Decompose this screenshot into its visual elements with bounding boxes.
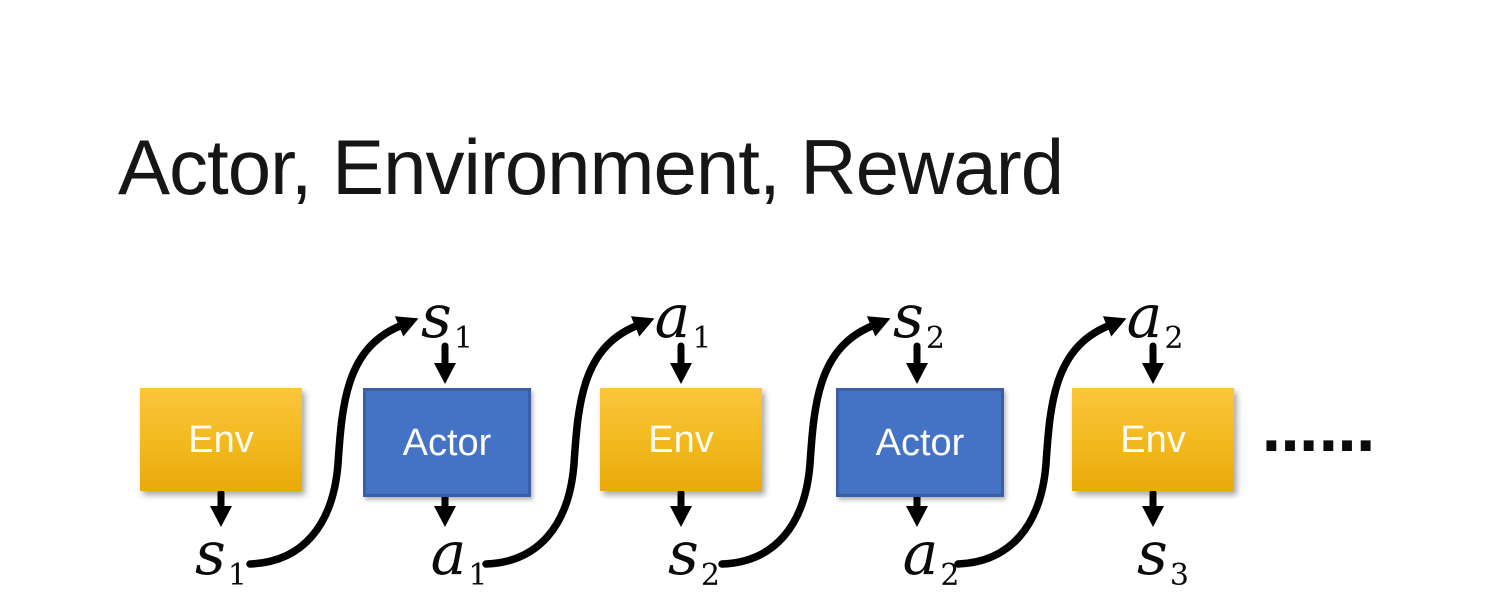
- curve-arrow-icon: [954, 316, 1127, 568]
- env-box-label: Env: [648, 418, 714, 461]
- actor-box-label: Actor: [402, 421, 492, 464]
- bottom-label-s2: s2: [668, 519, 720, 593]
- actor-box-2: Actor: [836, 388, 1004, 497]
- top-label-a2: a2: [1126, 282, 1184, 356]
- continuation-dots: ……: [1262, 400, 1376, 465]
- bottom-label-a1: a1: [430, 519, 488, 593]
- env-box-3: Env: [1072, 388, 1234, 491]
- actor-box-1: Actor: [363, 388, 531, 497]
- actor-box-label: Actor: [875, 421, 965, 464]
- bottom-label-s3: s3: [1137, 519, 1189, 593]
- env-box-label: Env: [188, 418, 254, 461]
- page-title: Actor, Environment, Reward: [118, 123, 1064, 211]
- env-box-2: Env: [600, 388, 762, 491]
- bottom-output-arrows: [210, 489, 1164, 527]
- feedback-curves: [246, 316, 1127, 568]
- curve-arrow-icon: [246, 316, 419, 568]
- top-label-a1: a1: [654, 282, 712, 356]
- bottom-label-s1: s1: [195, 519, 247, 593]
- top-label-s1: s1: [421, 282, 473, 356]
- env-box-1: Env: [140, 388, 302, 491]
- bottom-label-a2: a2: [902, 519, 960, 593]
- curve-arrow-icon: [718, 316, 891, 568]
- top-input-arrows: [434, 342, 1164, 384]
- curve-arrow-icon: [482, 316, 655, 568]
- env-box-label: Env: [1120, 418, 1186, 461]
- top-label-s2: s2: [893, 282, 945, 356]
